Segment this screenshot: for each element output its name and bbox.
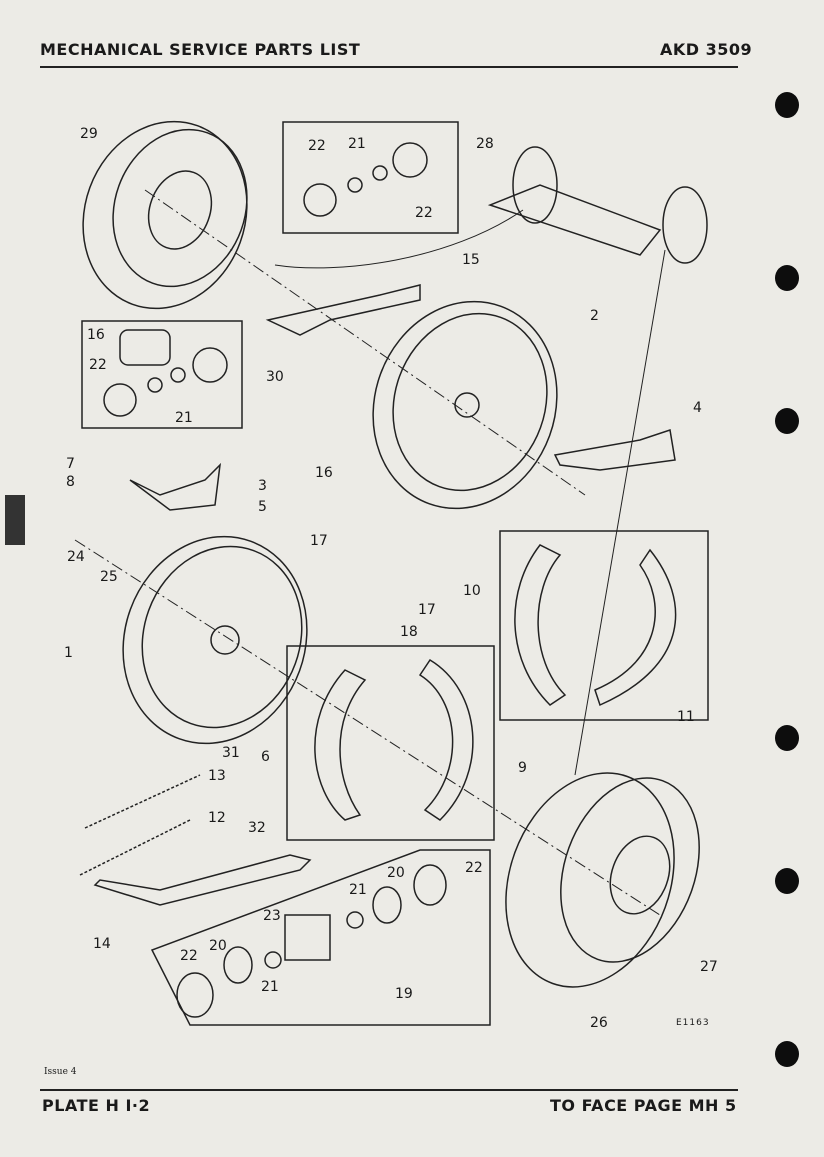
centre-line [144, 189, 586, 496]
lever-15 [265, 284, 421, 336]
group-box-9 [286, 645, 495, 841]
part-label: 32 [248, 820, 266, 836]
part-label: 17 [310, 533, 328, 549]
part-label: 11 [677, 709, 695, 725]
part-label: 10 [463, 583, 481, 599]
punch-hole [775, 265, 799, 291]
side-tab [5, 495, 25, 545]
part-label: 28 [476, 136, 494, 152]
punch-hole [775, 1041, 799, 1067]
arrow [574, 249, 666, 776]
part-label: 22 [465, 860, 483, 876]
punch-hole [775, 868, 799, 894]
part-label: 21 [261, 979, 279, 995]
spring-13 [84, 774, 201, 829]
back-plate-2 [372, 300, 558, 510]
brake-lining [514, 544, 567, 706]
part-label: 9 [518, 760, 527, 776]
punch-hole [775, 725, 799, 751]
part-label: 16 [87, 327, 105, 343]
punch-hole [775, 408, 799, 434]
axle-assembly [487, 146, 708, 264]
facing-page: TO FACE PAGE MH 5 [550, 1096, 737, 1115]
part-label: 20 [209, 938, 227, 954]
part-label: 21 [349, 882, 367, 898]
brake-shoe [314, 669, 367, 821]
part-label: 22 [89, 357, 107, 373]
part-label: 24 [67, 549, 85, 565]
plate-number: PLATE H I·2 [42, 1096, 151, 1115]
seals-group-30 [103, 329, 228, 417]
part-label: 15 [462, 252, 480, 268]
lever-14 [93, 854, 312, 906]
part-label: 2 [590, 308, 599, 324]
part-label: 22 [180, 948, 198, 964]
brake-drum-26 [505, 772, 700, 988]
punch-hole [775, 92, 799, 118]
part-label: 26 [590, 1015, 608, 1031]
group-box-19 [150, 849, 491, 1026]
wheel-cylinder-19 [176, 864, 447, 1018]
part-label: 1 [64, 645, 73, 661]
group-box-30 [81, 320, 243, 429]
part-label: 12 [208, 810, 226, 826]
part-label: 18 [400, 624, 418, 640]
part-label: 29 [80, 126, 98, 142]
issue-note: Issue 4 [44, 1067, 77, 1077]
part-label: 13 [208, 768, 226, 784]
part-label: 14 [93, 936, 111, 952]
header-title: MECHANICAL SERVICE PARTS LIST [40, 40, 361, 59]
brake-lining [594, 548, 677, 707]
brake-shoe [418, 658, 474, 821]
brake-drum-29 [82, 120, 248, 310]
part-label: 4 [693, 400, 702, 416]
seals-group-28 [303, 142, 428, 217]
part-label: 17 [418, 602, 436, 618]
part-label: 22 [415, 205, 433, 221]
part-label: 16 [315, 465, 333, 481]
footer-rule [40, 1089, 738, 1091]
figure-reference: E1163 [676, 1018, 710, 1028]
header-code: AKD 3509 [660, 40, 753, 59]
part-label: 3 [258, 478, 267, 494]
header-rule [40, 66, 738, 68]
group-box-10 [499, 530, 709, 721]
part-label: 23 [263, 908, 281, 924]
part-label: 7 [66, 456, 75, 472]
centre-line [74, 539, 661, 916]
part-label: 27 [700, 959, 718, 975]
part-label: 8 [66, 474, 75, 490]
arrow [274, 209, 524, 269]
part-label: 25 [100, 569, 118, 585]
part-label: 22 [308, 138, 326, 154]
part-label: 21 [348, 136, 366, 152]
group-box-28 [282, 121, 459, 234]
spring-12 [79, 819, 191, 876]
back-plate-1 [122, 535, 308, 745]
bracket-3 [129, 462, 222, 511]
part-label: 19 [395, 986, 413, 1002]
part-label: 20 [387, 865, 405, 881]
part-label: 31 [222, 745, 240, 761]
bracket-4 [553, 429, 676, 471]
part-label: 6 [261, 749, 270, 765]
part-label: 21 [175, 410, 193, 426]
part-label: 30 [266, 369, 284, 385]
part-label: 5 [258, 499, 267, 515]
